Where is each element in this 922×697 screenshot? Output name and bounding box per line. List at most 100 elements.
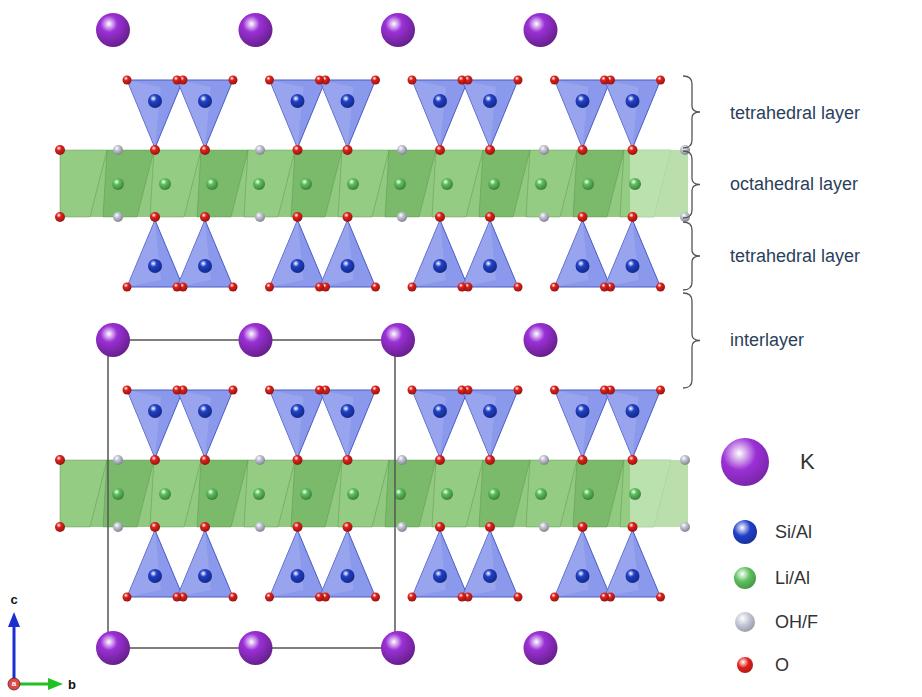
o-atom bbox=[514, 76, 523, 85]
legend-swatch bbox=[721, 438, 769, 486]
o-atom bbox=[229, 593, 238, 602]
octahedron-face bbox=[630, 460, 688, 527]
o-atom bbox=[435, 145, 445, 155]
tetrahedron-face bbox=[412, 220, 446, 287]
o-atom bbox=[123, 386, 132, 395]
tetrahedron bbox=[412, 390, 468, 458]
octahedron-face bbox=[244, 150, 295, 217]
oh-atom bbox=[539, 455, 549, 465]
oh-atom bbox=[255, 212, 265, 222]
o-atom bbox=[550, 76, 559, 85]
o-atom bbox=[578, 455, 588, 465]
si-atom bbox=[148, 259, 162, 273]
tetrahedron bbox=[320, 220, 376, 287]
tetrahedron-face bbox=[605, 390, 639, 458]
o-atom bbox=[315, 283, 324, 292]
li-atom bbox=[441, 488, 453, 500]
li-atom bbox=[253, 488, 265, 500]
tetrahedron bbox=[270, 220, 326, 287]
octahedron-face bbox=[573, 150, 624, 217]
o-atom bbox=[458, 593, 467, 602]
si-atom bbox=[433, 259, 447, 273]
legend-label: O bbox=[775, 655, 789, 676]
li-atom bbox=[582, 178, 594, 190]
o-atom bbox=[343, 455, 353, 465]
octahedron-face bbox=[197, 150, 248, 217]
tetrahedron bbox=[605, 220, 661, 287]
si-atom bbox=[198, 259, 212, 273]
tetrahedron-face bbox=[270, 220, 304, 287]
legend-label: Si/Al bbox=[775, 522, 812, 543]
o-atom bbox=[408, 593, 417, 602]
k-atom bbox=[96, 13, 130, 47]
o-atom bbox=[600, 76, 609, 85]
o-atom bbox=[150, 212, 160, 222]
k-atom bbox=[524, 13, 558, 47]
o-atom bbox=[55, 145, 65, 155]
tetrahedron-face bbox=[270, 80, 304, 148]
oh-atom bbox=[680, 522, 690, 532]
o-atom bbox=[435, 455, 445, 465]
layer-label: octahedral layer bbox=[730, 174, 858, 195]
tetrahedron-face bbox=[412, 530, 446, 597]
tetrahedron bbox=[270, 530, 326, 597]
octahedron-face bbox=[103, 150, 154, 217]
o-atom bbox=[371, 283, 380, 292]
li-atom bbox=[300, 488, 312, 500]
silicate-slab bbox=[55, 386, 690, 602]
si-atom bbox=[626, 259, 640, 273]
o-atom bbox=[173, 593, 182, 602]
legend-swatch bbox=[733, 520, 757, 544]
octahedron-face bbox=[385, 460, 436, 527]
k-atom bbox=[381, 13, 415, 47]
o-atom bbox=[229, 76, 238, 85]
si-atom bbox=[433, 569, 447, 583]
si-atom bbox=[198, 404, 212, 418]
li-atom bbox=[112, 178, 124, 190]
li-atom bbox=[300, 178, 312, 190]
o-atom bbox=[200, 522, 210, 532]
o-atom bbox=[315, 386, 324, 395]
o-atom bbox=[265, 386, 274, 395]
tetrahedron bbox=[127, 80, 183, 148]
o-atom bbox=[343, 212, 353, 222]
layer-bracket bbox=[683, 222, 700, 290]
unit-cell bbox=[108, 340, 395, 648]
k-atom bbox=[96, 323, 130, 357]
o-atom bbox=[485, 455, 495, 465]
tetrahedron-face bbox=[177, 220, 211, 287]
o-atom bbox=[265, 593, 274, 602]
oh-atom bbox=[113, 212, 123, 222]
tetrahedron bbox=[555, 390, 611, 458]
tetrahedron bbox=[462, 80, 518, 148]
o-atom bbox=[150, 522, 160, 532]
li-atom bbox=[112, 488, 124, 500]
tetrahedron bbox=[177, 80, 233, 148]
si-atom bbox=[626, 94, 640, 108]
oh-atom bbox=[113, 522, 123, 532]
octahedron-face bbox=[150, 460, 201, 527]
tetrahedron-face bbox=[412, 80, 446, 148]
o-atom bbox=[265, 76, 274, 85]
o-atom bbox=[550, 386, 559, 395]
o-atom bbox=[150, 145, 160, 155]
octahedron-face bbox=[479, 150, 530, 217]
si-atom bbox=[148, 94, 162, 108]
tetrahedron bbox=[605, 530, 661, 597]
interlayer-cations bbox=[96, 13, 558, 665]
li-atom bbox=[206, 178, 218, 190]
o-atom bbox=[435, 522, 445, 532]
o-atom bbox=[628, 522, 638, 532]
tetrahedron-face bbox=[127, 530, 161, 597]
tetrahedron bbox=[127, 220, 183, 287]
si-atom bbox=[291, 259, 305, 273]
li-atom bbox=[159, 178, 171, 190]
tetrahedron bbox=[555, 80, 611, 148]
oh-atom bbox=[397, 212, 407, 222]
tetrahedron bbox=[177, 220, 233, 287]
si-atom bbox=[341, 94, 355, 108]
tetrahedron-face bbox=[555, 390, 589, 458]
layer-bracket bbox=[683, 293, 700, 388]
o-atom bbox=[656, 283, 665, 292]
tetrahedron bbox=[605, 390, 661, 458]
